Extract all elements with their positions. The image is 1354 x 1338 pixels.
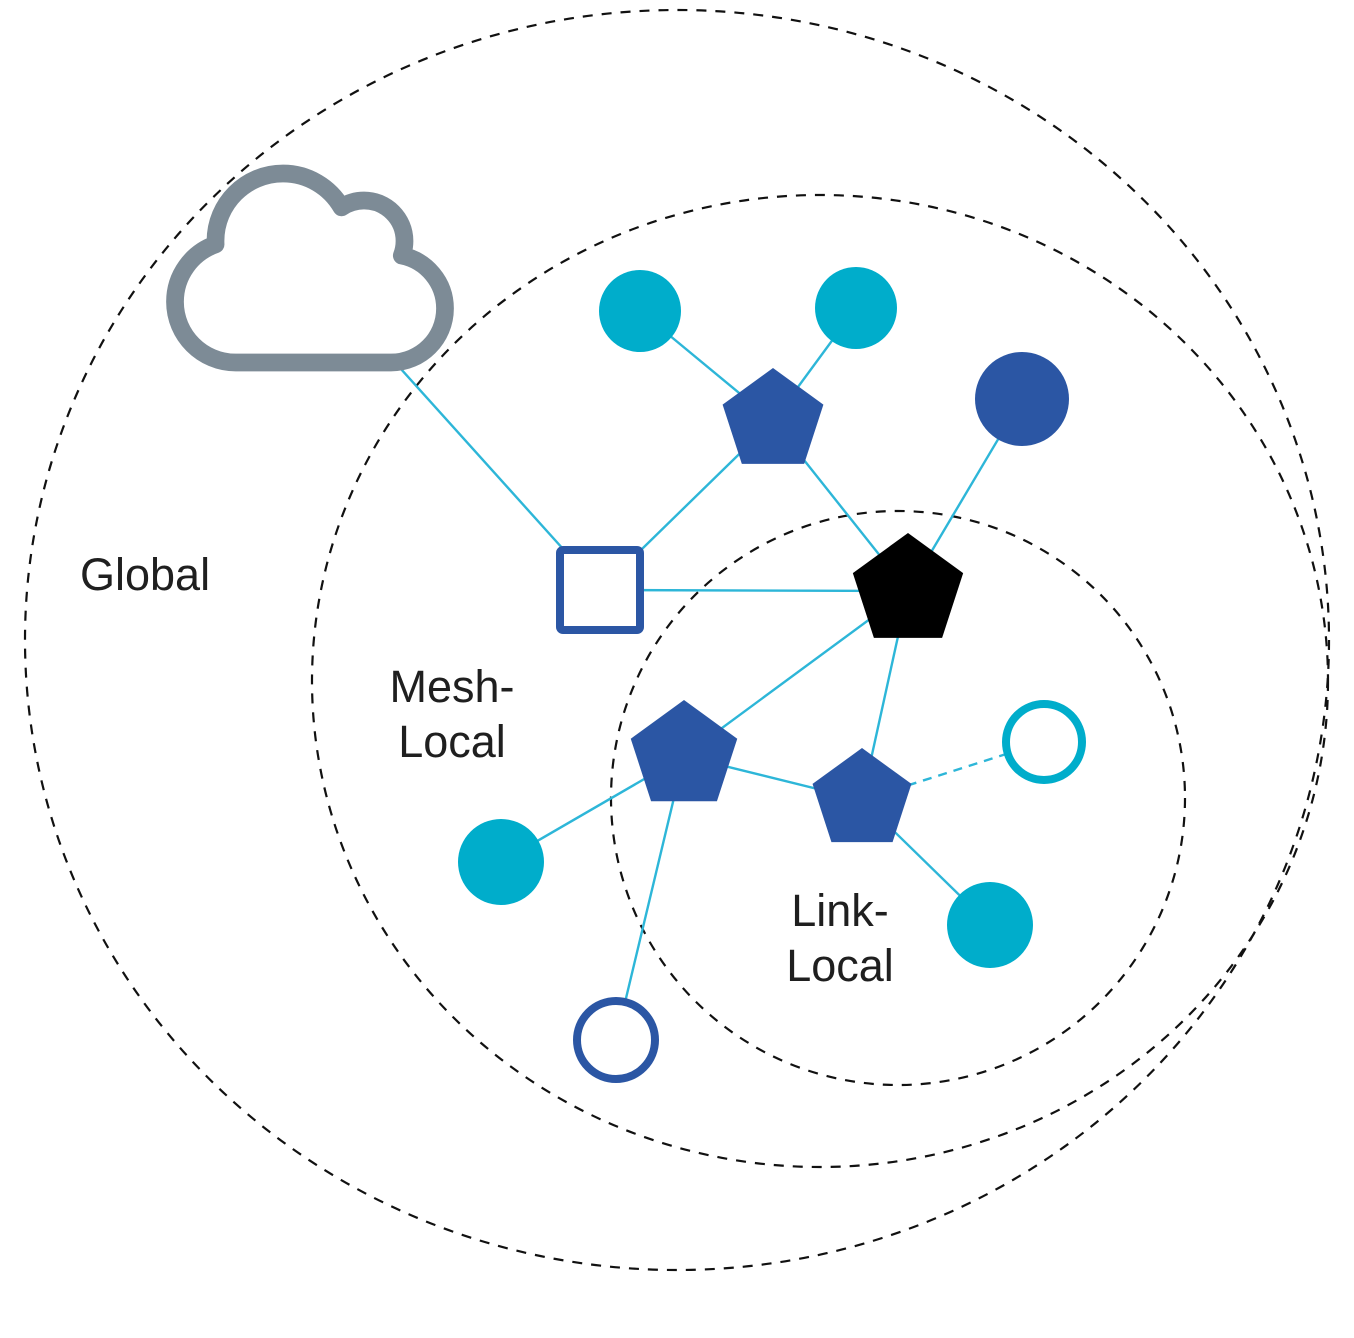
open-circle-cyan-node xyxy=(1002,700,1086,784)
end-device-circle-node xyxy=(458,819,544,905)
leader-pentagon-node xyxy=(852,533,964,638)
router-pentagon-node xyxy=(722,368,824,464)
router-pentagon-node xyxy=(812,748,912,843)
end-device-circle-node xyxy=(599,270,681,352)
internet-cloud-icon xyxy=(166,164,454,372)
router-pentagon-node xyxy=(630,700,738,802)
end-device-circle-node xyxy=(947,882,1033,968)
global-scope-circle xyxy=(23,8,1331,1272)
border-router-square-node xyxy=(556,546,644,634)
end-device-circle-node xyxy=(815,267,897,349)
link-edge-br-leader xyxy=(599,588,909,593)
mesh-local-scope-label: Mesh- Local xyxy=(389,661,515,767)
mesh-local-scope-circle xyxy=(310,193,1330,1169)
open-circle-blue-node xyxy=(573,997,659,1083)
dark-end-device-circle-node xyxy=(975,352,1069,446)
link-local-scope-label: Link- Local xyxy=(786,885,894,991)
global-scope-label: Global xyxy=(80,549,211,600)
link-edge-r2-ring2 xyxy=(614,755,686,1041)
